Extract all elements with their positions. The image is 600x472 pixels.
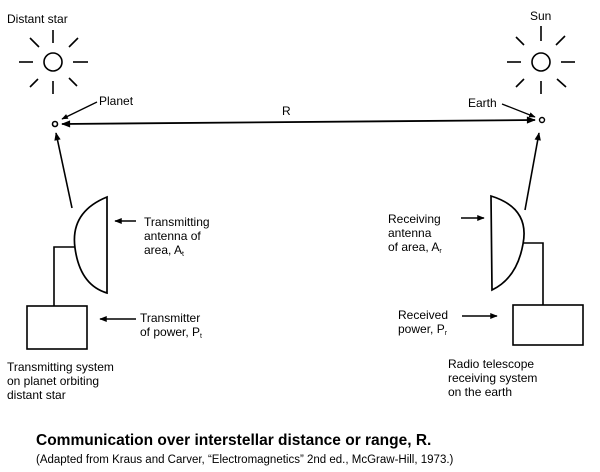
sun-label: Sun: [530, 9, 552, 23]
receiving-dish: [490, 194, 525, 292]
range-label: R: [282, 104, 291, 118]
transmitting-antenna-label: Transmitting antenna of area, At: [144, 215, 210, 258]
transmitter-power-label: Transmitter of power, Pt: [140, 311, 202, 340]
planet-pointer-arrow: [61, 101, 98, 120]
receiver-box: [512, 304, 584, 346]
receive-beam-arrow: [524, 132, 541, 211]
received-power-label: Received power, Pr: [398, 308, 449, 337]
receiving-antenna-label: Receiving antenna of area, Ar: [388, 212, 442, 255]
transmit-beam-arrow: [54, 132, 73, 209]
transmitting-system-label: Transmitting system on planet orbiting d…: [7, 360, 114, 402]
transmitter-box: [26, 305, 88, 350]
receiving-system-label: Radio telescope receiving system on the …: [448, 357, 538, 399]
sun-icon: [507, 26, 575, 94]
planet-icon: [51, 120, 59, 128]
earth-icon: [538, 116, 546, 124]
earth-pointer-arrow: [501, 103, 536, 118]
figure-caption: (Adapted from Kraus and Carver, “Electro…: [36, 454, 454, 466]
receiver-feed-line: [523, 242, 544, 305]
transmitter-feed-line: [53, 246, 75, 306]
figure-title: Communication over interstellar distance…: [36, 432, 432, 449]
range-arrow: [61, 116, 536, 128]
transmitting-dish: [73, 195, 108, 295]
distant-star-label: Distant star: [7, 12, 68, 26]
distant-star-icon: [19, 30, 88, 94]
planet-label: Planet: [99, 94, 134, 108]
earth-label: Earth: [468, 96, 497, 110]
